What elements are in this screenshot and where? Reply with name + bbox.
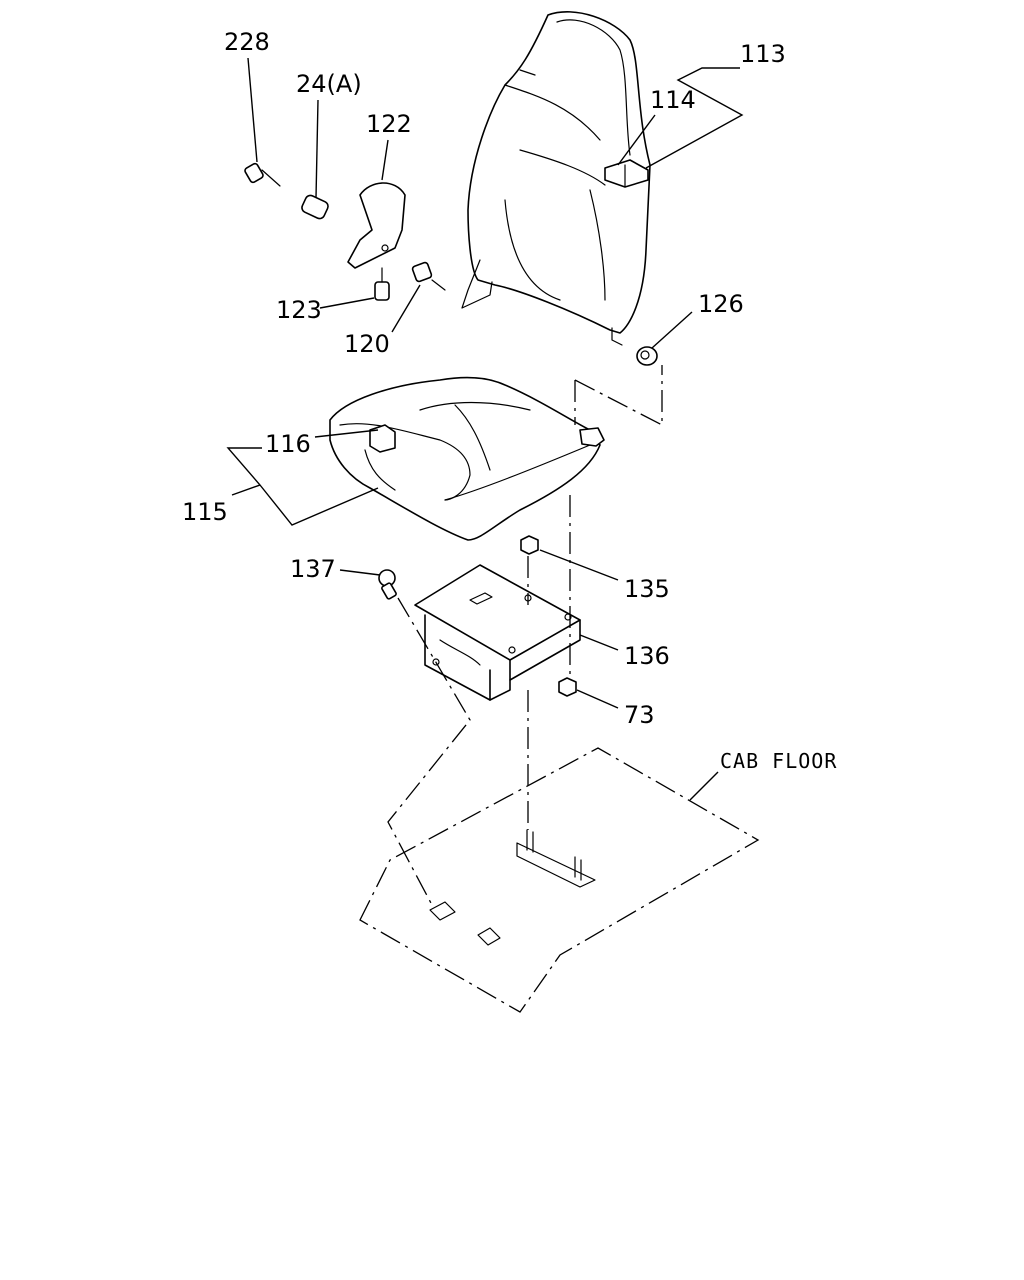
- seat-back: [461, 11, 651, 346]
- cap-24a: [301, 194, 329, 220]
- nut-135: [520, 535, 539, 555]
- headrest-guide-114: [604, 159, 649, 188]
- label-136: 136: [624, 642, 670, 670]
- label-120: 120: [344, 330, 390, 358]
- bolt-137: [378, 569, 397, 600]
- label-73: 73: [624, 701, 655, 729]
- bolt-228: [244, 162, 281, 187]
- label-113: 113: [740, 40, 786, 68]
- leader-135: [539, 549, 619, 581]
- leader-137: [339, 569, 381, 576]
- label-123: 123: [276, 296, 322, 324]
- label-116: 116: [265, 430, 311, 458]
- seat-riser: [414, 564, 581, 701]
- leader-73: [576, 689, 619, 709]
- bolt-120: [411, 261, 446, 291]
- leader-120: [391, 284, 421, 333]
- label-114: 114: [650, 86, 696, 114]
- label-cab-floor: CAB FLOOR: [720, 749, 837, 773]
- label-24a: 24(A): [296, 70, 362, 98]
- label-126: 126: [698, 290, 744, 318]
- assembly-line: [574, 365, 663, 427]
- label-137: 137: [290, 555, 336, 583]
- label-122: 122: [366, 110, 412, 138]
- bracket-122: [347, 182, 406, 269]
- bolt-123: [374, 267, 390, 301]
- label-228: 228: [224, 28, 270, 56]
- leader-228: [247, 57, 258, 163]
- leader-115: [226, 447, 379, 526]
- bushing-126: [636, 346, 658, 366]
- assembly-line: [387, 597, 471, 906]
- leader-24a: [315, 99, 319, 199]
- leader-cab-floor: [689, 771, 719, 801]
- cab-floor: [359, 747, 760, 1013]
- seat-cushion: [329, 376, 605, 541]
- label-135: 135: [624, 575, 670, 603]
- label-115: 115: [182, 498, 228, 526]
- leader-126: [651, 311, 693, 349]
- leader-116: [314, 429, 379, 438]
- leader-114: [617, 114, 656, 166]
- nut-73: [558, 677, 577, 697]
- leader-136: [579, 634, 619, 651]
- leader-123: [319, 297, 375, 309]
- leader-113: [645, 67, 744, 169]
- leader-122: [381, 139, 389, 181]
